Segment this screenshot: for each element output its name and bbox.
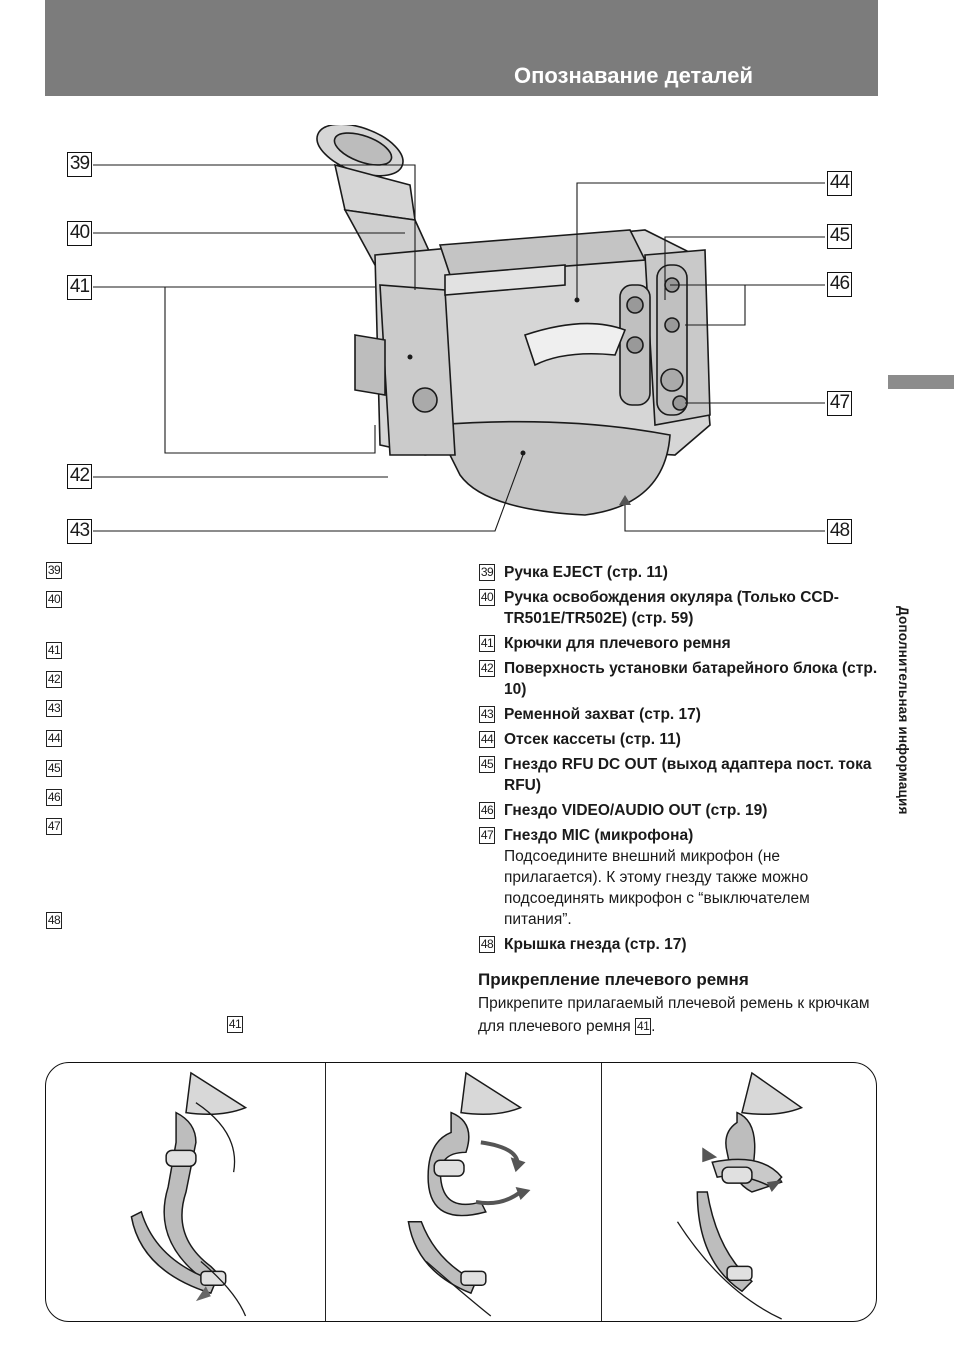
panel-divider bbox=[325, 1063, 326, 1321]
legend-item: 47 Гнездо MIC (микрофона) Подсоедините в… bbox=[479, 825, 879, 930]
legend-num: 39 bbox=[479, 564, 495, 581]
legend-item: 43 Ременной захват (стр. 17) bbox=[479, 704, 879, 725]
legend-num: 47 bbox=[479, 827, 495, 844]
section-text: Прикрепите прилагаемый плечевой ремень к… bbox=[478, 992, 878, 1038]
legend-num: 43 bbox=[479, 706, 495, 723]
page-title: Опознавание деталей bbox=[513, 63, 753, 88]
callout-44: 44 bbox=[827, 171, 852, 196]
camcorder-illustration bbox=[93, 123, 825, 532]
legend-num: 40 bbox=[479, 589, 495, 606]
left-num-48: 48 bbox=[46, 912, 62, 929]
section-tab-marker bbox=[888, 375, 954, 389]
legend-item: 41 Крючки для плечевого ремня bbox=[479, 633, 879, 654]
legend-item: 40 Ручка освобождения окуляра (Только CC… bbox=[479, 587, 879, 629]
left-num-45: 45 bbox=[46, 760, 62, 777]
section-text-body: Прикрепите прилагаемый плечевой ремень к… bbox=[478, 995, 870, 1035]
legend-label: Поверхность установки батарейного блока … bbox=[504, 660, 878, 698]
callout-39: 39 bbox=[67, 152, 92, 177]
strap-step-3 bbox=[602, 1063, 876, 1321]
section-ref-num: 41 bbox=[635, 1018, 652, 1035]
callout-41: 41 bbox=[67, 275, 92, 300]
legend-label: Ременной захват (стр. 17) bbox=[504, 706, 701, 723]
left-num-46: 46 bbox=[46, 789, 62, 806]
strap-step-1 bbox=[46, 1063, 325, 1321]
left-num-39: 39 bbox=[46, 562, 62, 579]
legend-item: 42 Поверхность установки батарейного бло… bbox=[479, 658, 879, 700]
callout-45: 45 bbox=[827, 224, 852, 249]
callout-48: 48 bbox=[827, 519, 852, 544]
left-num-42: 42 bbox=[46, 671, 62, 688]
legend-label: Ручка освобождения окуляра (Только CCD-T… bbox=[504, 589, 839, 627]
legend-num: 45 bbox=[479, 756, 495, 773]
legend-item: 44 Отсек кассеты (стр. 11) bbox=[479, 729, 879, 750]
legend-num: 42 bbox=[479, 660, 495, 677]
parts-legend: 39 Ручка EJECT (стр. 11) 40 Ручка освобо… bbox=[479, 562, 879, 959]
legend-num: 46 bbox=[479, 802, 495, 819]
legend-label: Гнездо VIDEO/AUDIO OUT (стр. 19) bbox=[504, 802, 768, 819]
legend-label: Ручка EJECT (стр. 11) bbox=[504, 564, 668, 581]
legend-description: Подсоедините внешний микрофон (не прилаг… bbox=[504, 848, 810, 928]
left-num-41: 41 bbox=[46, 642, 62, 659]
strap-step-2 bbox=[326, 1063, 601, 1321]
section-heading: Прикрепление плечевого ремня bbox=[478, 970, 749, 989]
callout-42: 42 bbox=[67, 464, 92, 489]
legend-item: 45 Гнездо RFU DC OUT (выход адаптера пос… bbox=[479, 754, 879, 796]
legend-item: 46 Гнездо VIDEO/AUDIO OUT (стр. 19) bbox=[479, 800, 879, 821]
side-section-label: Дополнительная информация bbox=[896, 606, 911, 815]
legend-item: 39 Ручка EJECT (стр. 11) bbox=[479, 562, 879, 583]
left-num-40: 40 bbox=[46, 591, 62, 608]
callout-43: 43 bbox=[67, 519, 92, 544]
legend-num: 41 bbox=[479, 635, 495, 652]
callout-46: 46 bbox=[827, 272, 852, 297]
legend-label: Гнездо RFU DC OUT (выход адаптера пост. … bbox=[504, 756, 872, 794]
camcorder-diagram: 39 40 41 42 43 44 45 46 47 48 bbox=[45, 123, 875, 555]
legend-label: Крючки для плечевого ремня bbox=[504, 635, 731, 652]
legend-num: 44 bbox=[479, 731, 495, 748]
left-ref-41: 41 bbox=[227, 1016, 243, 1033]
legend-label: Гнездо MIC (микрофона) bbox=[504, 827, 694, 844]
panel-divider bbox=[601, 1063, 602, 1321]
section-text-end: . bbox=[651, 1018, 656, 1035]
left-num-43: 43 bbox=[46, 700, 62, 717]
callout-47: 47 bbox=[827, 391, 852, 416]
page-header: Опознавание деталей bbox=[45, 0, 878, 96]
callout-40: 40 bbox=[67, 221, 92, 246]
legend-label: Отсек кассеты (стр. 11) bbox=[504, 731, 681, 748]
left-num-44: 44 bbox=[46, 730, 62, 747]
legend-item: 48 Крышка гнезда (стр. 17) bbox=[479, 934, 879, 955]
left-num-47: 47 bbox=[46, 818, 62, 835]
legend-num: 48 bbox=[479, 936, 495, 953]
legend-label: Крышка гнезда (стр. 17) bbox=[504, 936, 687, 953]
strap-steps-illustration bbox=[45, 1062, 877, 1322]
